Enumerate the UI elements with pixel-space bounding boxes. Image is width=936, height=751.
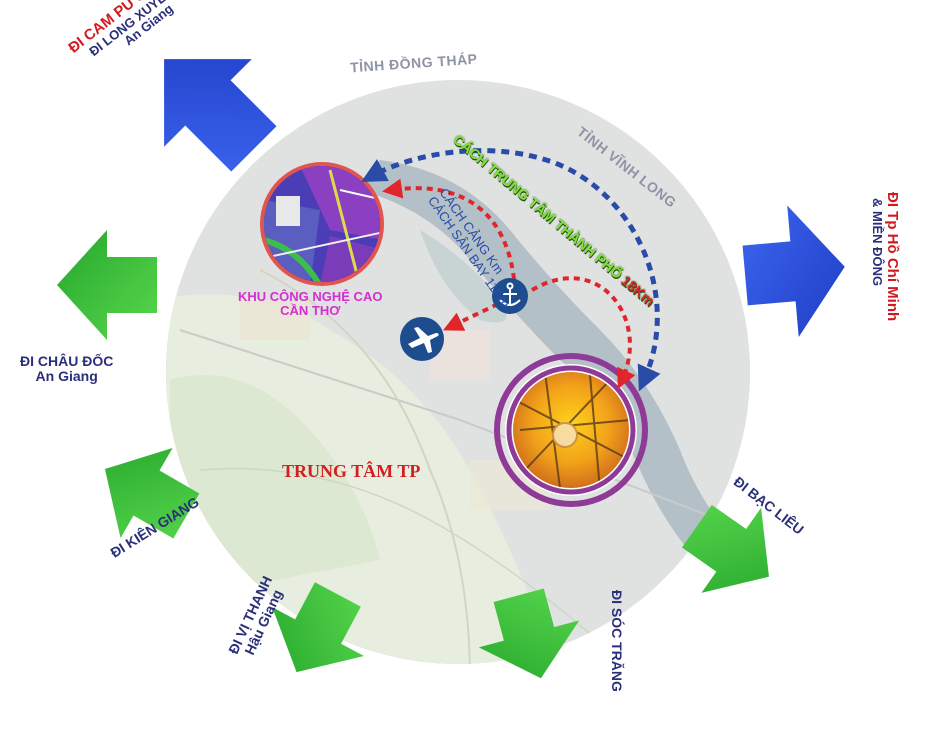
direction-chau-doc-province: An Giang — [35, 367, 98, 384]
direction-hcm: ĐI Tp Hồ Chí Minh — [884, 192, 901, 322]
arrow-bac-lieu — [681, 504, 769, 593]
port-to-hitech-route — [382, 178, 517, 291]
city-center-label: TRUNG TÂM TP — [282, 461, 421, 481]
arrow-soc-trang — [478, 588, 580, 679]
city-center-route — [361, 148, 661, 392]
city-center-inset[interactable] — [494, 353, 648, 507]
direction-hcm-group: ĐI Tp Hồ Chí Minh & MIỀN ĐÔNG — [870, 192, 901, 322]
arrow-kien-giang — [104, 447, 200, 539]
direction-hcm-sub: & MIỀN ĐÔNG — [870, 198, 886, 287]
hitech-park-inset[interactable] — [260, 162, 384, 286]
port-to-center-route — [530, 276, 636, 390]
arrow-cambodia — [164, 59, 277, 172]
direction-chau-doc: ĐI CHÂU ĐỐC — [20, 353, 114, 369]
airplane-icon — [400, 317, 444, 361]
map-circle — [166, 80, 750, 664]
direction-soc-trang: ĐI SÓC TRĂNG — [609, 590, 625, 692]
arrow-chau-doc — [57, 230, 157, 340]
arrow-hcm — [742, 205, 845, 338]
arrow-vi-thanh — [272, 582, 365, 673]
hitech-park-label: KHU CÔNG NGHỆ CAO CẦN THƠ — [238, 290, 382, 317]
anchor-icon — [492, 278, 528, 314]
hitech-park-line1: KHU CÔNG NGHỆ CAO — [238, 289, 383, 304]
port-to-airport-route — [442, 302, 499, 331]
direction-chau-doc-group: ĐI CHÂU ĐỐC An Giang — [20, 354, 113, 383]
hitech-park-line2: CẦN THƠ — [280, 302, 341, 318]
